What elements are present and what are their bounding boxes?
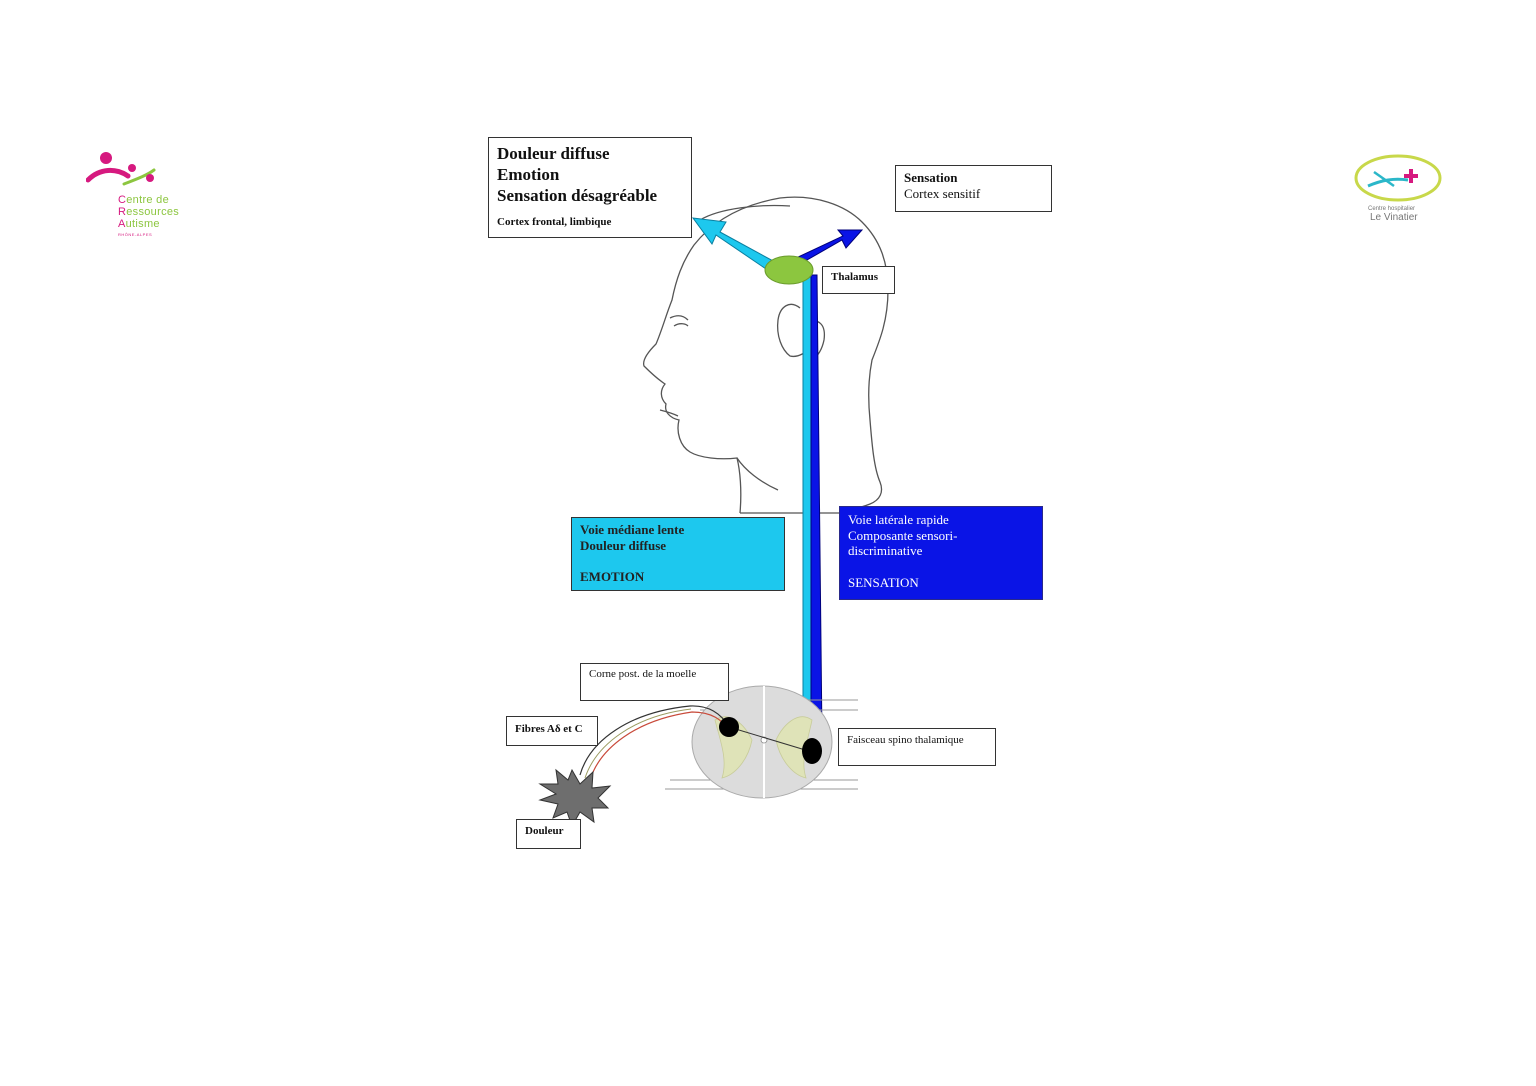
thalamus-label: Thalamus xyxy=(822,266,895,294)
label-line: SENSATION xyxy=(848,574,919,590)
box-line: Emotion xyxy=(497,165,560,184)
label-line: EMOTION xyxy=(580,569,645,585)
medial-arrow xyxy=(691,217,776,272)
fibers-label: Fibres Aδ et C xyxy=(506,716,598,746)
label-line: Voie latérale rapide xyxy=(848,512,949,527)
vinatier-logo-line2: Le Vinatier xyxy=(1370,212,1418,223)
lateral-arrow xyxy=(795,229,864,265)
box-line: Douleur diffuse xyxy=(497,144,610,163)
head-illustration xyxy=(642,196,889,514)
dorsal-horn-neuron xyxy=(719,717,739,737)
vinatier-logo: Centre hospitalier Le Vinatier xyxy=(1348,150,1448,230)
spinal-cord-section xyxy=(665,685,858,799)
afferent-fibers xyxy=(579,705,813,781)
box-line: Sensation désagréable xyxy=(497,186,658,205)
medial-pathway xyxy=(691,217,812,737)
sensory-cortex-box: Sensation Cortex sensitif xyxy=(895,165,1052,212)
medial-pathway-label: Voie médiane lente Douleur diffuse EMOTI… xyxy=(571,517,785,591)
vinatier-logo-line1: Centre hospitalier xyxy=(1368,206,1416,212)
label-line: Composante sensori- xyxy=(848,527,958,543)
cra-logo-subtitle: RHÔNE-ALPES xyxy=(118,232,153,237)
cra-logo-text: Centre de Ressources Autisme xyxy=(118,194,180,230)
label-line: discriminative xyxy=(848,543,923,559)
label-line: Douleur diffuse xyxy=(580,537,667,553)
spinothalamic-tract-label: Faisceau spino thalamique xyxy=(838,728,996,766)
lateral-pathway-label: Voie latérale rapide Composante sensori-… xyxy=(839,506,1043,600)
frontal-limbic-box: Douleur diffuse Emotion Sensation désagr… xyxy=(488,137,692,238)
cra-logo-icon xyxy=(86,152,156,186)
label-line: Voie médiane lente xyxy=(580,522,685,537)
box-subtitle: Cortex frontal, limbique xyxy=(497,216,612,228)
pain-starburst-icon xyxy=(538,768,612,828)
dorsal-horn-label: Corne post. de la moelle xyxy=(580,663,729,701)
thalamus-node xyxy=(764,255,814,285)
cra-logo: Centre de Ressources Autisme RHÔNE-ALPES xyxy=(86,150,216,240)
box-subtitle: Cortex sensitif xyxy=(904,185,981,201)
pain-label: Douleur xyxy=(516,819,581,849)
box-title: Sensation xyxy=(904,170,958,185)
vinatier-logo-icon xyxy=(1354,154,1442,202)
spinothalamic-neuron xyxy=(802,738,822,764)
